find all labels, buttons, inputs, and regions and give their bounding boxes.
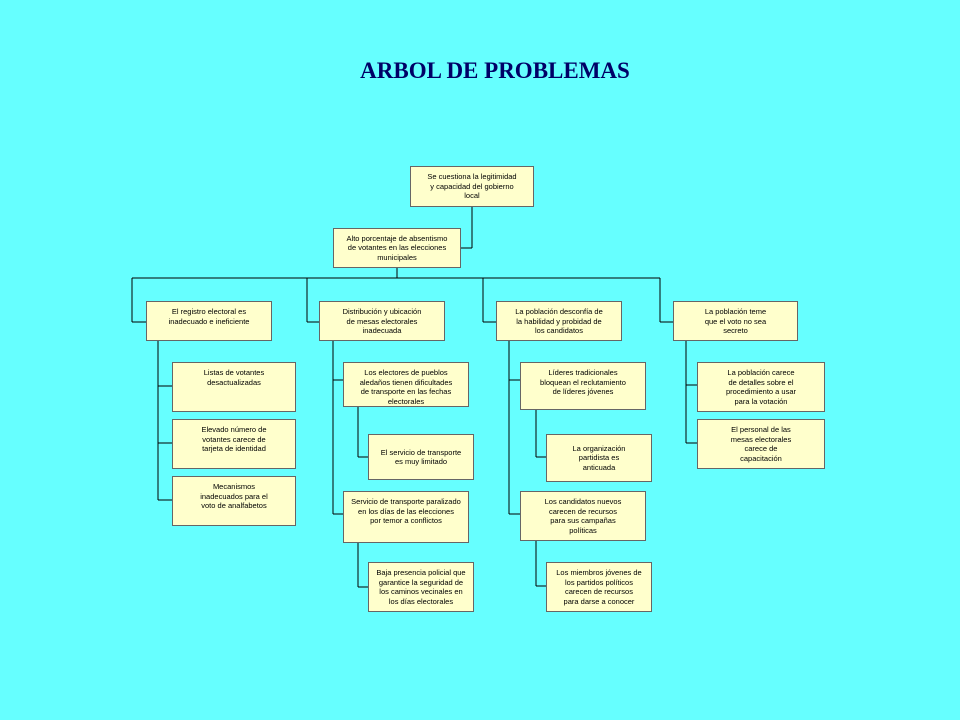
subcause-text: Listas de votantes desactualizadas [203,368,265,387]
subcause-text: Elevado número de votantes carece de tar… [201,425,267,453]
page-title: ARBOL DE PROBLEMAS [360,58,630,83]
cause-box-registro: El registro electoral es inadecuado e in… [146,301,272,341]
subcause-text: Baja presencia policial que garantice la… [376,568,466,606]
subcause-box: Baja presencia policial que garantice la… [368,562,474,612]
subcause-text: El personal de las mesas electorales car… [730,425,792,463]
subcause-text: Los miembros jóvenes de los partidos pol… [556,568,642,606]
subcause-box: Mecanismos inadecuados para el voto de a… [172,476,296,526]
subcause-box: La organización partidista es anticuada [546,434,652,482]
subcause-box: La población carece de detalles sobre el… [697,362,825,412]
subcause-text: Líderes tradicionales bloquean el reclut… [540,368,626,396]
subcause-box: Servicio de transporte paralizado en los… [343,491,469,543]
subcause-box: El personal de las mesas electorales car… [697,419,825,469]
subcause-text: La organización partidista es anticuada [572,443,626,472]
subcause-box: Los miembros jóvenes de los partidos pol… [546,562,652,612]
cause-text: Distribución y ubicación de mesas electo… [342,307,422,335]
root-problem-text: Se cuestiona la legitimidad y capacidad … [427,172,517,201]
subcause-text: Los electores de pueblos aledaños tienen… [359,368,453,406]
subcause-text: Mecanismos inadecuados para el voto de a… [200,482,268,510]
subcause-box: Los electores de pueblos aledaños tienen… [343,362,469,407]
subcause-text: El servicio de transporte es muy limitad… [380,447,462,467]
subcause-text: La población carece de detalles sobre el… [725,368,797,406]
cause-text: La población desconfía de la habilidad y… [515,307,603,335]
cause-box-mesas: Distribución y ubicación de mesas electo… [319,301,445,341]
central-problem-box: Alto porcentaje de absentismo de votante… [333,228,461,268]
cause-box-desconfianza: La población desconfía de la habilidad y… [496,301,622,341]
subcause-box: Elevado número de votantes carece de tar… [172,419,296,469]
central-problem-text: Alto porcentaje de absentismo de votante… [346,233,448,262]
subcause-text: Servicio de transporte paralizado en los… [351,497,461,525]
subcause-box: Líderes tradicionales bloquean el reclut… [520,362,646,410]
cause-text: La población teme que el voto no sea sec… [704,307,767,335]
cause-box-voto-secreto: La población teme que el voto no sea sec… [673,301,798,341]
root-problem-box: Se cuestiona la legitimidad y capacidad … [410,166,534,207]
subcause-box: Los candidatos nuevos carecen de recurso… [520,491,646,541]
subcause-box: El servicio de transporte es muy limitad… [368,434,474,480]
subcause-box: Listas de votantes desactualizadas [172,362,296,412]
subcause-text: Los candidatos nuevos carecen de recurso… [544,497,622,535]
cause-text: El registro electoral es inadecuado e in… [168,307,250,326]
